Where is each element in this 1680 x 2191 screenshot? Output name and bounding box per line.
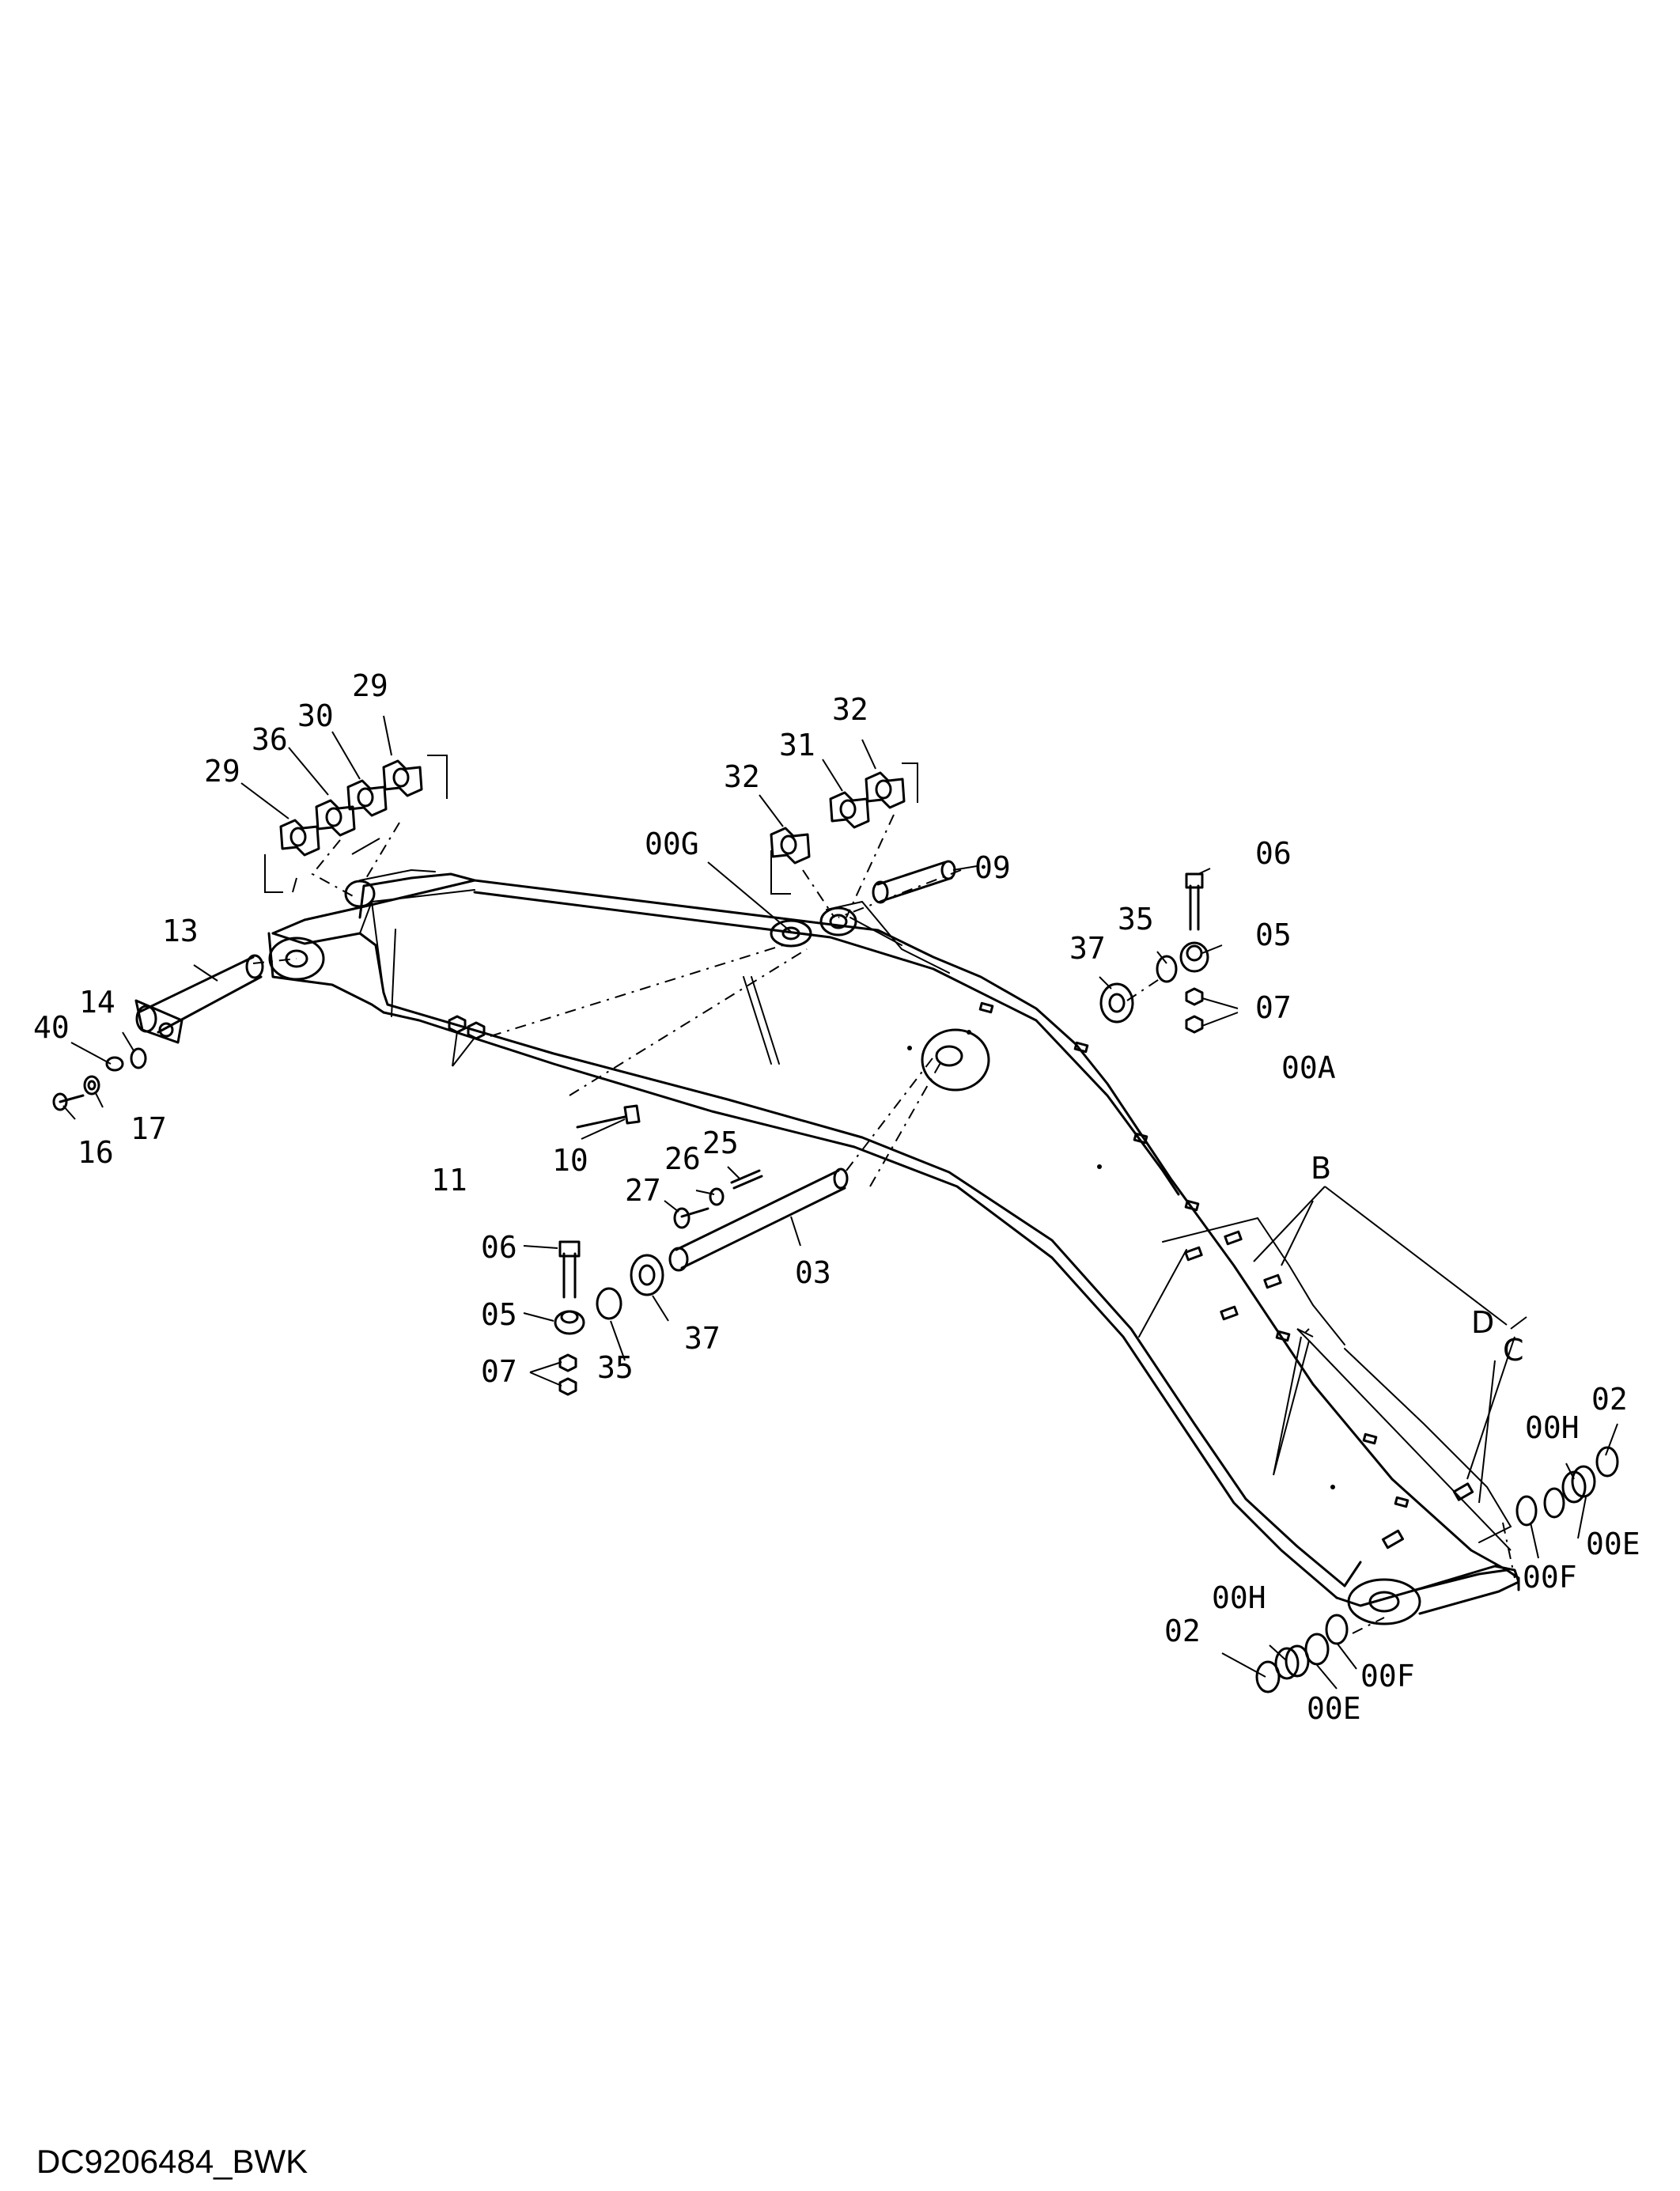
label-14: 14 bbox=[79, 985, 115, 1020]
label-05-upper: 05 bbox=[1255, 918, 1292, 952]
label-17: 17 bbox=[131, 1111, 167, 1146]
rings-front-upper bbox=[1515, 1446, 1619, 1527]
label-16: 16 bbox=[78, 1135, 114, 1170]
label-06-lower: 06 bbox=[481, 1230, 517, 1265]
washer-37-upper bbox=[1099, 982, 1134, 1024]
label-00F-lower: 00F bbox=[1360, 1659, 1415, 1693]
label-02-lower: 02 bbox=[1164, 1614, 1201, 1648]
bracket-shims-mid bbox=[770, 762, 918, 895]
nut-40 bbox=[105, 1056, 124, 1072]
label-07-lower: 07 bbox=[481, 1354, 517, 1389]
washer-17 bbox=[83, 1075, 100, 1096]
label-25: 25 bbox=[702, 1126, 739, 1160]
label-00G: 00G bbox=[645, 827, 699, 861]
label-D: D bbox=[1471, 1305, 1494, 1340]
nuts-07-lower bbox=[558, 1353, 577, 1396]
label-37-upper: 37 bbox=[1069, 931, 1106, 966]
bolt-06-upper bbox=[1185, 872, 1204, 931]
bolt-27 bbox=[673, 1207, 709, 1229]
pin-13 bbox=[134, 954, 264, 1044]
drawing-id: DC9206484_BWK bbox=[36, 2143, 308, 2180]
label-B: B bbox=[1311, 1151, 1331, 1186]
label-00H-upper: 00H bbox=[1525, 1410, 1580, 1445]
label-13: 13 bbox=[162, 914, 199, 948]
label-32-top: 32 bbox=[832, 692, 868, 727]
label-07-upper: 07 bbox=[1255, 990, 1292, 1025]
label-00F-upper: 00F bbox=[1523, 1560, 1577, 1595]
label-32-left: 32 bbox=[724, 759, 760, 794]
label-29-top: 29 bbox=[352, 668, 388, 703]
bolt-06-lower bbox=[558, 1240, 581, 1299]
part-labels: 29 36 30 29 32 31 32 00G 09 06 35 05 37 … bbox=[33, 668, 1640, 1726]
pin-25 bbox=[730, 1169, 763, 1190]
label-09: 09 bbox=[974, 850, 1011, 885]
pin-03 bbox=[668, 1167, 849, 1272]
plate-hole-marks bbox=[907, 1001, 1474, 1550]
label-36: 36 bbox=[252, 722, 288, 757]
label-27: 27 bbox=[625, 1173, 661, 1208]
shims-32-31 bbox=[770, 771, 906, 865]
washer-37-lower bbox=[630, 1254, 664, 1296]
label-02-upper: 02 bbox=[1591, 1382, 1628, 1417]
label-35-lower: 35 bbox=[597, 1350, 634, 1385]
washer-14 bbox=[130, 1047, 147, 1069]
label-03: 03 bbox=[795, 1255, 831, 1290]
label-29-left: 29 bbox=[204, 754, 240, 789]
label-10: 10 bbox=[552, 1143, 588, 1178]
label-00E-upper: 00E bbox=[1586, 1527, 1640, 1561]
label-35-upper: 35 bbox=[1118, 902, 1154, 937]
shims-29-36-30 bbox=[279, 759, 423, 857]
ring-35-upper bbox=[1156, 955, 1178, 983]
pin-09 bbox=[872, 860, 956, 904]
nuts-07-upper bbox=[1185, 987, 1204, 1034]
label-05-lower: 05 bbox=[481, 1297, 517, 1332]
label-30: 30 bbox=[297, 698, 334, 733]
label-11: 11 bbox=[431, 1163, 467, 1198]
label-31: 31 bbox=[779, 728, 815, 762]
nuts-11 bbox=[448, 1015, 486, 1040]
sleeve-05-lower bbox=[554, 1310, 585, 1335]
bracket-00A bbox=[1296, 1328, 1314, 1338]
bolt-10 bbox=[576, 1104, 641, 1129]
boom-assembly bbox=[267, 868, 1520, 1625]
label-00H-lower: 00H bbox=[1212, 1580, 1266, 1615]
label-00E-lower: 00E bbox=[1307, 1691, 1361, 1726]
leaders bbox=[62, 715, 1618, 1690]
label-00A: 00A bbox=[1281, 1050, 1336, 1085]
label-C: C bbox=[1503, 1333, 1524, 1368]
bracket-shims-left bbox=[264, 755, 448, 893]
label-06-upper: 06 bbox=[1255, 836, 1292, 871]
ring-35-lower bbox=[596, 1287, 622, 1320]
sleeve-05-upper bbox=[1179, 941, 1209, 973]
assembly-center-lines bbox=[252, 814, 1515, 1634]
label-37-lower: 37 bbox=[684, 1321, 721, 1356]
label-26: 26 bbox=[664, 1141, 701, 1176]
washer-26 bbox=[709, 1187, 725, 1206]
rings-front-lower bbox=[1255, 1614, 1349, 1693]
label-40: 40 bbox=[33, 1010, 70, 1045]
bolt-16 bbox=[52, 1092, 85, 1111]
